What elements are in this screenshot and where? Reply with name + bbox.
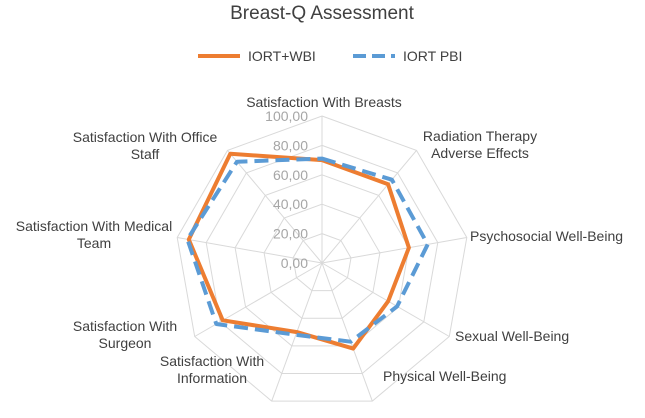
grid-ring: [292, 233, 352, 292]
tick-label: 80,00: [273, 137, 308, 153]
grid-spoke: [321, 150, 417, 264]
grid-spoke: [321, 262, 373, 402]
category-label: Psychosocial Well-Being: [470, 228, 623, 244]
grid-ring: [176, 115, 468, 402]
category-label: Satisfaction With Breasts: [246, 94, 402, 110]
grid-ring: [263, 203, 381, 319]
grid-spoke: [321, 237, 467, 264]
grid-ring: [234, 174, 410, 347]
series-layer: [185, 151, 430, 351]
tick-label: 60,00: [273, 167, 308, 183]
chart-title: Breast-Q Assessment: [230, 3, 414, 24]
tick-label: 40,00: [273, 196, 308, 212]
legend-label: IORT PBI: [403, 48, 462, 64]
legend: IORT+WBI IORT PBI: [198, 48, 462, 64]
tick-label: 100,00: [265, 108, 308, 124]
tick-labels: 0,00 20,00 40,00 60,00 80,00 100,00: [265, 108, 308, 271]
category-label: Sexual Well-Being: [455, 328, 569, 344]
grid-spoke: [177, 237, 323, 264]
series-line-iort-pbi: [185, 156, 430, 344]
legend-label: IORT+WBI: [248, 48, 316, 64]
grid-spoke: [321, 262, 450, 337]
grid-ring: [205, 144, 439, 374]
grid-spoke: [227, 150, 323, 264]
category-label: Physical Well-Being: [383, 368, 506, 384]
tick-label: 20,00: [273, 226, 308, 242]
tick-label: 0,00: [281, 255, 308, 271]
